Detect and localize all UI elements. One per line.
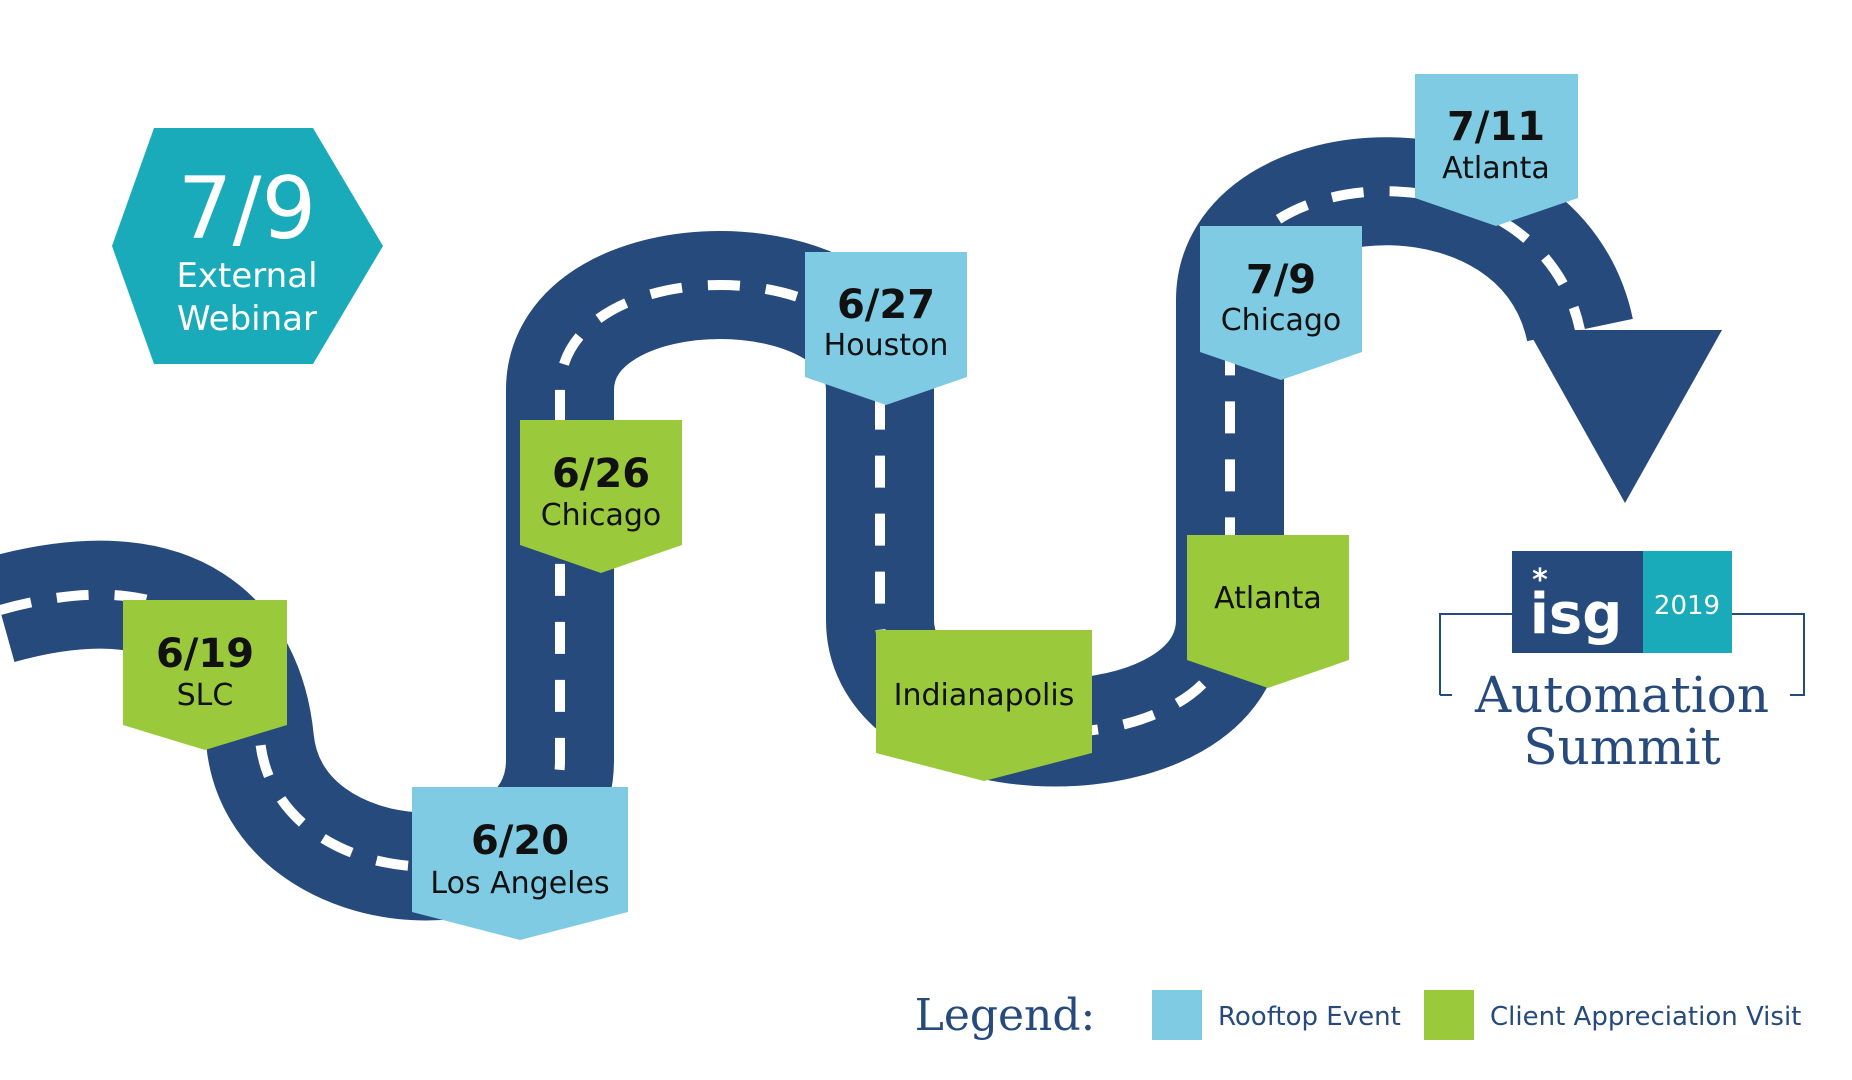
stop-date: 6/19 <box>156 631 254 677</box>
legend-label-client: Client Appreciation Visit <box>1490 1002 1801 1032</box>
legend: Legend: Rooftop Event Client Appreciatio… <box>915 990 1801 1041</box>
stop-indianapolis: Indianapolis <box>876 630 1092 781</box>
stop-date: 6/26 <box>552 451 650 497</box>
stop-city: SLC <box>177 678 234 713</box>
stop-date: 6/27 <box>837 282 935 328</box>
webinar-line2: Webinar <box>177 299 317 339</box>
legend-title: Legend: <box>915 990 1096 1041</box>
hexagon-shape <box>112 128 383 364</box>
webinar-date: 7/9 <box>178 159 316 259</box>
legend-swatch-client <box>1424 990 1474 1040</box>
stop-city: Indianapolis <box>894 678 1075 713</box>
isg-logo-box <box>1512 551 1643 653</box>
stop-7-11-atlanta: 7/11 Atlanta <box>1415 74 1578 226</box>
stop-marker <box>805 252 967 405</box>
legend-swatch-rooftop <box>1152 990 1202 1040</box>
stop-date: 7/9 <box>1246 257 1316 303</box>
stop-6-26-chicago: 6/26 Chicago <box>520 420 682 573</box>
stop-city: Chicago <box>541 498 662 533</box>
stop-date: 6/20 <box>471 818 569 864</box>
stop-city: Atlanta <box>1214 581 1322 616</box>
stop-marker <box>1200 226 1362 380</box>
year-box <box>1643 551 1732 653</box>
stop-city: Houston <box>824 328 949 363</box>
stop-city: Chicago <box>1221 303 1342 338</box>
stop-marker <box>876 630 1092 781</box>
isg-star-icon: * <box>1532 563 1548 598</box>
stop-city: Los Angeles <box>430 866 609 901</box>
brand-year: 2019 <box>1654 591 1720 621</box>
stop-6-27-houston: 6/27 Houston <box>805 252 967 405</box>
stop-marker <box>123 600 287 750</box>
isg-logo: isg <box>1530 582 1623 647</box>
stop-marker <box>1415 74 1578 226</box>
external-webinar-badge: 7/9 External Webinar <box>112 128 383 364</box>
brand-bracket <box>1732 613 1805 696</box>
stop-6-20-los-angeles: 6/20 Los Angeles <box>412 787 628 940</box>
stop-7-9-chicago: 7/9 Chicago <box>1200 226 1362 380</box>
isg-automation-summit-brand: isg * 2019 Automation Summit <box>1439 551 1805 776</box>
stop-6-19-slc: 6/19 SLC <box>123 600 287 750</box>
stop-city: Atlanta <box>1442 151 1550 186</box>
road-arrow-head <box>1528 330 1722 503</box>
brand-bracket <box>1439 613 1512 695</box>
brand-title-line2: Summit <box>1523 718 1720 776</box>
webinar-line1: External <box>176 256 317 296</box>
stop-marker <box>520 420 682 573</box>
stop-marker <box>412 787 628 940</box>
stop-date: 7/11 <box>1447 104 1545 150</box>
brand-title-line1: Automation <box>1474 666 1769 724</box>
legend-label-rooftop: Rooftop Event <box>1218 1002 1401 1032</box>
stop-atlanta-client: Atlanta <box>1187 535 1349 688</box>
stop-marker <box>1187 535 1349 688</box>
